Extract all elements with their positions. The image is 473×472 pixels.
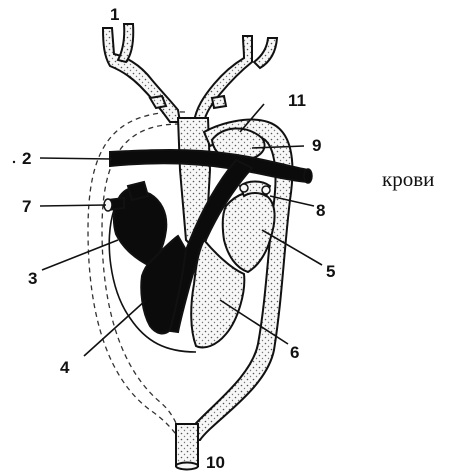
leader-7 <box>40 205 106 206</box>
label-4: 4 <box>60 358 70 377</box>
upper-branching-vessels <box>103 24 277 122</box>
label-3: 3 <box>28 269 37 288</box>
descending-vessel-end <box>176 463 198 470</box>
label-8: 8 <box>316 201 325 220</box>
leader-2 <box>40 158 112 159</box>
vessel-8-end <box>240 184 248 192</box>
label-2: 2 <box>22 149 31 168</box>
label-9: 9 <box>312 136 321 155</box>
label-6: 6 <box>290 343 299 362</box>
dark-vessel-right-end <box>304 169 312 183</box>
label-7: 7 <box>22 197 31 216</box>
label-11: 11 <box>288 91 306 110</box>
label-10: 10 <box>206 453 225 472</box>
dark-upper-stub <box>128 182 148 200</box>
label-5: 5 <box>326 262 335 281</box>
stray-dot <box>13 161 15 163</box>
right-upper-dotted-chamber <box>223 192 275 272</box>
vessel-8-end-right <box>262 186 270 194</box>
leader-3 <box>42 240 118 270</box>
descending-vessel <box>176 424 198 466</box>
label-1: 1 <box>110 5 119 24</box>
side-caption: крови <box>382 167 434 191</box>
